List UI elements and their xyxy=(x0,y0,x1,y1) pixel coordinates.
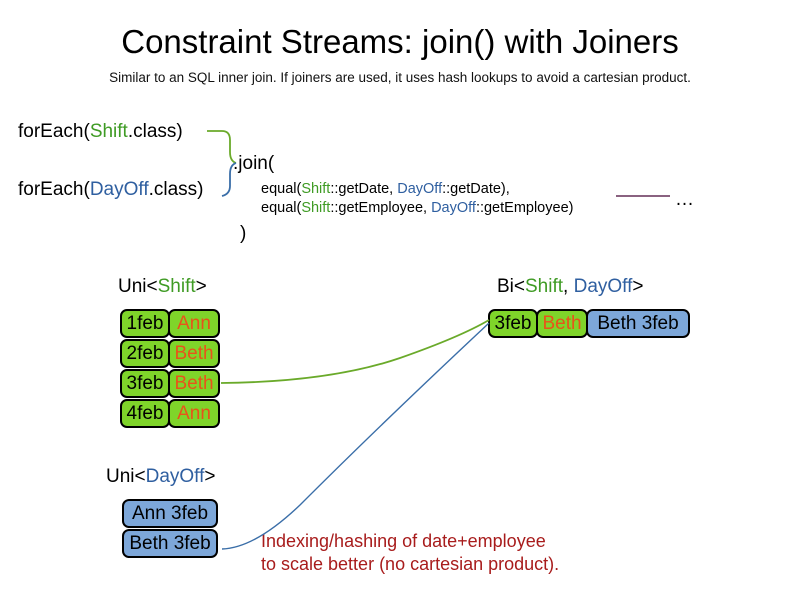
uni-shift-label-type: Shift xyxy=(157,276,196,297)
code-equal-line-2: equal(Shift::getEmployee, DayOff::getEmp… xyxy=(261,199,573,218)
dayoff-fact-row: Ann 3feb xyxy=(122,499,218,528)
page-subtitle: Similar to an SQL inner join. If joiners… xyxy=(109,70,691,85)
equal-2-left-method: ::getEmployee, xyxy=(330,200,432,216)
connector-shift-to-join xyxy=(207,130,237,164)
shift-date-cell: 2feb xyxy=(120,339,170,368)
label-uni-shift: Uni<Shift> xyxy=(118,275,207,299)
shift-date-cell: 4feb xyxy=(120,399,170,428)
shift-employee-cell: Beth xyxy=(168,369,220,398)
annotation-note: Indexing/hashing of date+employee to sca… xyxy=(261,530,559,576)
connector-dayoff-row-to-bi xyxy=(221,322,490,550)
uni-dayoff-label-suffix: > xyxy=(204,466,216,487)
foreach-shift-prefix: forEach( xyxy=(18,121,90,142)
foreach-dayoff-prefix: forEach( xyxy=(18,179,90,200)
equal-2-left-type: Shift xyxy=(301,200,331,216)
connector-shift-row-to-bi xyxy=(220,319,490,384)
equal-1-left-method: ::getDate, xyxy=(330,181,398,197)
equal-2-prefix: equal( xyxy=(261,200,302,216)
foreach-shift-suffix: .class) xyxy=(127,121,183,142)
uni-dayoff-label-prefix: Uni< xyxy=(106,466,146,487)
bi-shift-date-cell: 3feb xyxy=(488,309,538,338)
bi-label-type-b: DayOff xyxy=(573,276,633,297)
equal-1-right-method: ::getDate), xyxy=(442,181,510,197)
shift-fact-row: 4feb Ann xyxy=(120,399,220,428)
shift-date-cell: 3feb xyxy=(120,369,170,398)
label-bi-stream: Bi<Shift, DayOff> xyxy=(497,275,643,299)
page-title: Constraint Streams: join() with Joiners xyxy=(121,23,679,60)
dayoff-fact-row: Beth 3feb xyxy=(122,529,218,558)
shift-employee-cell: Ann xyxy=(168,399,220,428)
annotation-line-2: to scale better (no cartesian product). xyxy=(261,554,560,574)
dayoff-pair-cell: Ann 3feb xyxy=(122,499,218,528)
uni-shift-label-suffix: > xyxy=(195,276,207,297)
equal-1-prefix: equal( xyxy=(261,181,302,197)
code-join-close: ) xyxy=(240,223,247,244)
continuation-ellipsis: … xyxy=(675,189,694,210)
code-join-open: .join( xyxy=(233,153,275,174)
shift-fact-row: 1feb Ann xyxy=(120,309,220,338)
bi-fact-row: 3feb Beth Beth 3feb xyxy=(488,309,690,338)
bi-label-prefix: Bi< xyxy=(497,276,525,297)
foreach-dayoff-suffix: .class) xyxy=(148,179,204,200)
equal-1-left-type: Shift xyxy=(301,181,331,197)
foreach-shift-type: Shift xyxy=(89,121,128,142)
uni-dayoff-label-type: DayOff xyxy=(145,466,205,487)
shift-employee-cell: Ann xyxy=(168,309,220,338)
bi-label-type-a: Shift xyxy=(525,276,564,297)
shift-employee-cell: Beth xyxy=(168,339,220,368)
bi-dayoff-cell: Beth 3feb xyxy=(586,309,690,338)
bi-label-suffix: > xyxy=(632,276,644,297)
shift-fact-row: 2feb Beth xyxy=(120,339,220,368)
foreach-dayoff-type: DayOff xyxy=(89,179,149,200)
shift-fact-row: 3feb Beth xyxy=(120,369,220,398)
bi-label-separator: , xyxy=(563,276,574,297)
code-foreach-dayoff: forEach(DayOff.class) xyxy=(18,178,204,202)
equal-1-right-type: DayOff xyxy=(397,181,443,197)
code-equal-line-1: equal(Shift::getDate, DayOff::getDate), xyxy=(261,180,510,199)
shift-date-cell: 1feb xyxy=(120,309,170,338)
annotation-line-1: Indexing/hashing of date+employee xyxy=(261,531,546,551)
uni-shift-label-prefix: Uni< xyxy=(118,276,158,297)
equal-2-right-type: DayOff xyxy=(431,200,476,216)
bi-shift-employee-cell: Beth xyxy=(536,309,588,338)
equal-2-right-method: ::getEmployee) xyxy=(475,200,574,216)
label-uni-dayoff: Uni<DayOff> xyxy=(106,465,216,489)
code-foreach-shift: forEach(Shift.class) xyxy=(18,120,183,144)
dayoff-pair-cell: Beth 3feb xyxy=(122,529,218,558)
